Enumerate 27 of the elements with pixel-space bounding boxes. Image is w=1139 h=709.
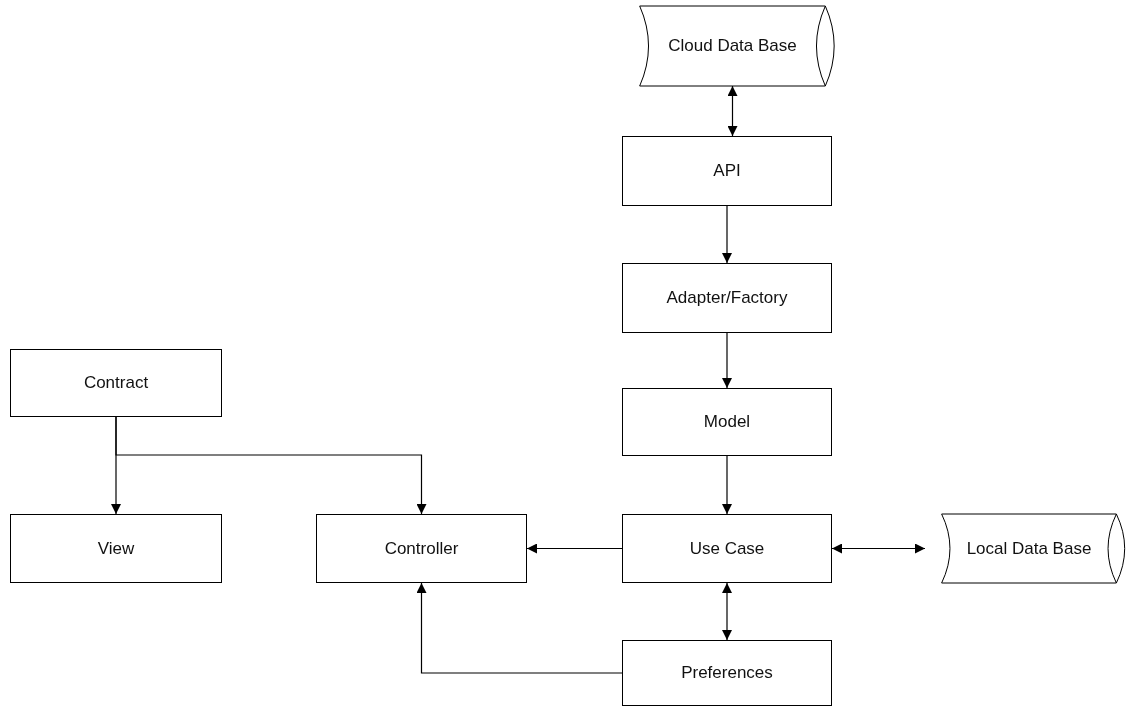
arrow xyxy=(722,332,732,389)
process-box xyxy=(622,263,832,333)
arrow xyxy=(831,543,926,554)
process-box xyxy=(622,136,832,206)
process-box xyxy=(622,514,832,583)
node-label: Controller xyxy=(384,538,459,559)
arrow xyxy=(722,455,732,515)
node-label: Model xyxy=(703,412,751,432)
arrow xyxy=(115,416,427,515)
node-label: Contract xyxy=(83,373,149,393)
process-box xyxy=(10,514,222,583)
process-box xyxy=(622,388,832,456)
arrow xyxy=(526,543,623,554)
node-label: Adapter/Factory xyxy=(666,288,788,308)
process-box xyxy=(316,514,527,583)
node-label: Preferences xyxy=(681,663,773,683)
node-label: Local Data Base xyxy=(966,538,1092,559)
arrow xyxy=(727,85,738,137)
arrow xyxy=(722,205,732,264)
arrow xyxy=(416,582,623,674)
process-box xyxy=(622,640,832,706)
node-label: Use Case xyxy=(689,538,765,559)
node-label: API xyxy=(713,161,741,181)
arrow xyxy=(722,582,732,641)
node-label: View xyxy=(97,538,135,559)
node-label: Cloud Data Base xyxy=(668,36,797,56)
process-box xyxy=(10,349,222,417)
